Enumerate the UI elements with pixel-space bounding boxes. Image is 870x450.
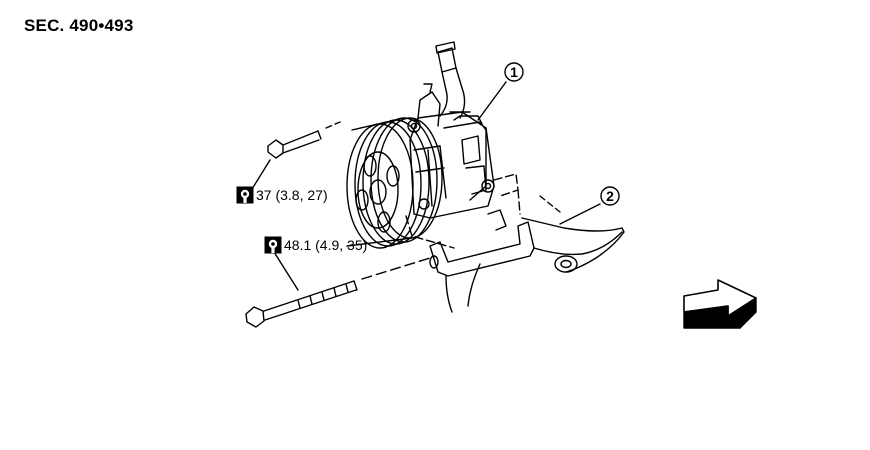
pulley: [346, 117, 443, 249]
callout-2-number: 2: [606, 188, 614, 204]
torque-wrench-icon: [264, 236, 282, 254]
callout-1: 1: [504, 62, 524, 82]
upper-bolt: [267, 121, 341, 159]
callout-2: 2: [600, 186, 620, 206]
torque-value: 37 (3.8, 27): [256, 187, 328, 203]
leader-line-1: [477, 81, 507, 121]
torque-spec-lower: 48.1 (4.9, 35): [264, 236, 367, 254]
torque-spec-upper: 37 (3.8, 27): [236, 186, 328, 204]
callout-1-number: 1: [510, 64, 518, 80]
pump-bracket: [405, 173, 535, 277]
lower-bolt: [245, 257, 431, 328]
support-bracket: [445, 195, 625, 313]
leader-line-torque-2: [273, 251, 299, 291]
torque-wrench-icon: [236, 186, 254, 204]
torque-value: 48.1 (4.9, 35): [284, 237, 368, 253]
leader-line-2: [559, 203, 601, 225]
section-title: SEC. 490•493: [24, 16, 134, 35]
front-arrow-icon: [683, 279, 757, 329]
pump-body: [407, 83, 495, 219]
hose-fitting: [435, 41, 471, 119]
